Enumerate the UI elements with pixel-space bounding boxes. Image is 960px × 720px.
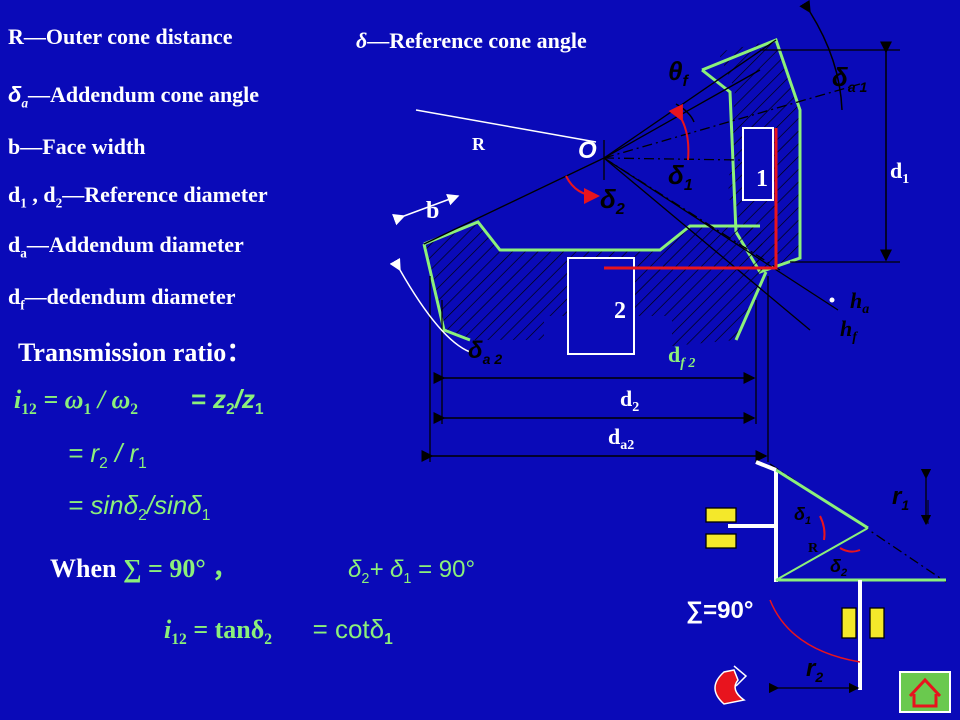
- delta-a2-arc: [389, 257, 471, 353]
- b-dimension: [392, 194, 460, 226]
- home-icon: [908, 677, 942, 708]
- formula-line-3: = sinδ2/sinδ1: [68, 490, 211, 525]
- def-reference-cone-angle: δ—Reference cone angle: [356, 28, 587, 53]
- formula-line-2: = r2 / r1: [68, 438, 147, 473]
- delta-a1-arc: [799, 0, 843, 111]
- delta-a1-label: δa 1: [832, 62, 868, 95]
- delta-a2-label: δa 2: [468, 337, 502, 367]
- formula-when: When ∑ = 90° ，: [50, 554, 239, 583]
- gear-1-label: 1: [756, 166, 768, 192]
- def-face-width: b—Face width: [8, 134, 146, 159]
- def-addendum-cone-angle: δa—Addendum cone angle: [8, 82, 260, 111]
- schematic-r1-label: r1: [892, 483, 909, 513]
- R-dimension: [415, 109, 597, 143]
- gear-2-label: 2: [614, 298, 626, 324]
- d2-label: d2: [620, 386, 639, 415]
- b-label: b: [426, 198, 439, 224]
- schematic-delta2-label: δ2: [830, 556, 847, 579]
- delta-2-label: δ2: [600, 184, 625, 218]
- R-label: R: [472, 134, 486, 154]
- theta-f-label: θf: [668, 56, 690, 90]
- def-dedendum-diameter: df—dedendum diameter: [8, 284, 236, 313]
- schematic-sigma-label: ∑=90°: [686, 597, 753, 624]
- formula-condition: δ2+ δ1 = 90°: [348, 556, 476, 587]
- df2-label: df 2: [668, 342, 695, 371]
- return-arrow-icon: [733, 665, 748, 687]
- back-button[interactable]: [714, 665, 748, 705]
- red-axis-lines: [604, 128, 778, 270]
- formula-line-1: i12 = ω1 / ω2 = z2/z1: [14, 384, 264, 419]
- transmission-ratio-title: Transmission ratio：: [18, 338, 253, 367]
- delta-1-label: δ1: [668, 160, 693, 194]
- d1-label: d1: [890, 158, 909, 187]
- apex-label: O: [578, 137, 597, 164]
- def-reference-diameter: d1 , d2—Reference diameter: [8, 182, 268, 211]
- ha-label: ha: [850, 288, 869, 317]
- da2-label: da2: [608, 424, 634, 453]
- schematic: [705, 460, 947, 694]
- hf-label: hf: [840, 316, 858, 345]
- gear-2-body: [422, 220, 768, 355]
- formula-tan-cot: i12 = tanδ2 = cotδ1: [164, 614, 393, 649]
- home-button[interactable]: [899, 671, 951, 713]
- schematic-R-label: R: [808, 541, 819, 556]
- delta-1-arc: [668, 103, 690, 161]
- ha-dot: [829, 297, 835, 303]
- schematic-r2-label: r2: [806, 655, 823, 685]
- def-addendum-diameter: da—Addendum diameter: [8, 232, 244, 261]
- schematic-delta1-label: δ1: [794, 504, 811, 527]
- def-outer-cone-distance: R—Outer cone distance: [8, 24, 233, 49]
- delta-2-arc: [565, 175, 600, 204]
